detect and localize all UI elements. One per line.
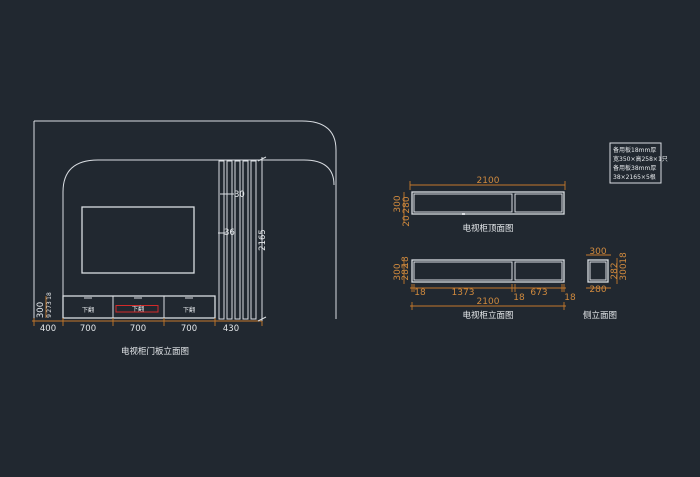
drawer-label-1: 下翻 (82, 306, 94, 314)
note-line: 备用板38mm厚 (613, 164, 656, 172)
note-line: 备用板18mm厚 (613, 146, 656, 154)
dim-text: 30 (234, 190, 245, 200)
strip (234, 160, 241, 320)
note-line: 宽350×高258×1只 (613, 155, 668, 163)
dim-text: 1373 (452, 288, 475, 298)
top-compartment (413, 193, 513, 213)
notes-box: 备用板18mm厚 宽350×高258×1只 备用板38mm厚 38×2165×5… (609, 142, 668, 184)
tv-cabinet (62, 295, 216, 319)
dim-text: 2165 (258, 229, 268, 251)
cabinet-outline (411, 259, 565, 283)
dim-text: 280 (402, 196, 412, 213)
top-compartment (514, 193, 563, 213)
dim-text: 36 (224, 228, 235, 238)
side-elevation-title: 侧立面图 (583, 310, 617, 321)
dim-text: 20 (402, 215, 412, 227)
note-line: 38×2165×5根 (613, 173, 656, 181)
front-dim-strips: 30 36 (218, 190, 245, 238)
notes-frame (609, 142, 662, 184)
top-view-title: 电视柜顶面图 (462, 223, 513, 234)
dim-tick (257, 316, 267, 322)
vertical-strips (218, 160, 257, 320)
cabinet-compartment (514, 261, 563, 281)
dim-text: 9 (46, 314, 53, 318)
dim-text: 2100 (477, 176, 500, 186)
front-dim-left: 300 18 273 9 (36, 292, 53, 318)
top-marker (462, 213, 465, 215)
dim-text: 700 (80, 324, 96, 334)
dim-text: 400 (40, 324, 56, 334)
front-elevation-title: 电视柜门板立面图 (121, 346, 189, 357)
cabinet-elevation-title: 电视柜立面图 (462, 310, 513, 321)
side-outline (587, 259, 609, 283)
strip (226, 160, 233, 320)
dim-text: 282 (401, 263, 411, 280)
tv-screen (81, 206, 195, 274)
dim-text: 18 (564, 293, 576, 303)
dim-text: 18 (46, 292, 53, 300)
dim-tick (257, 156, 267, 162)
dim-text: 18 (401, 256, 411, 268)
dim-text: 300 (393, 263, 403, 280)
dim-text: 300 (36, 302, 46, 318)
dim-text: 282 (610, 262, 620, 279)
front-elevation: 下翻 下翻 下翻 400 700 700 700 430 2165 (32, 120, 337, 357)
wall-outline (34, 120, 337, 319)
drawer-label-3: 下翻 (183, 306, 195, 314)
dim-text: 700 (181, 324, 197, 334)
dim-text: 700 (130, 324, 146, 334)
strip (250, 160, 257, 320)
cabinet-elevation: 300 282 18 18 1373 18 673 18 2100 电视柜立面图 (393, 256, 576, 321)
dim-text: 430 (223, 324, 239, 334)
dim-text: 18 (513, 293, 525, 303)
front-dim-height: 2165 (257, 156, 268, 322)
side-elevation: 300 280 18 300 282 侧立面图 (583, 247, 629, 321)
cabinet-compartment (413, 261, 513, 281)
dim-text: 273 (46, 301, 53, 313)
dim-text: 300 (589, 247, 606, 257)
drawer-label-2: 下翻 (132, 305, 144, 313)
front-dim-bottom: 400 700 700 700 430 (32, 318, 263, 334)
strip (242, 160, 249, 320)
dim-text: 280 (589, 285, 606, 295)
dim-text: 2100 (477, 297, 500, 307)
dim-text: 300 (393, 195, 403, 212)
dim-text: 18 (619, 252, 629, 264)
top-cabinet-outline (411, 191, 565, 215)
strip (218, 160, 225, 320)
dim-text: 18 (414, 288, 426, 298)
dim-text: 300 (619, 263, 629, 280)
top-view: 2100 300 280 20 电视柜顶面图 (393, 176, 566, 234)
dim-text: 673 (530, 288, 547, 298)
side-inner (589, 261, 607, 281)
drawer-highlight (115, 305, 159, 313)
tv-background-panel (62, 159, 335, 319)
